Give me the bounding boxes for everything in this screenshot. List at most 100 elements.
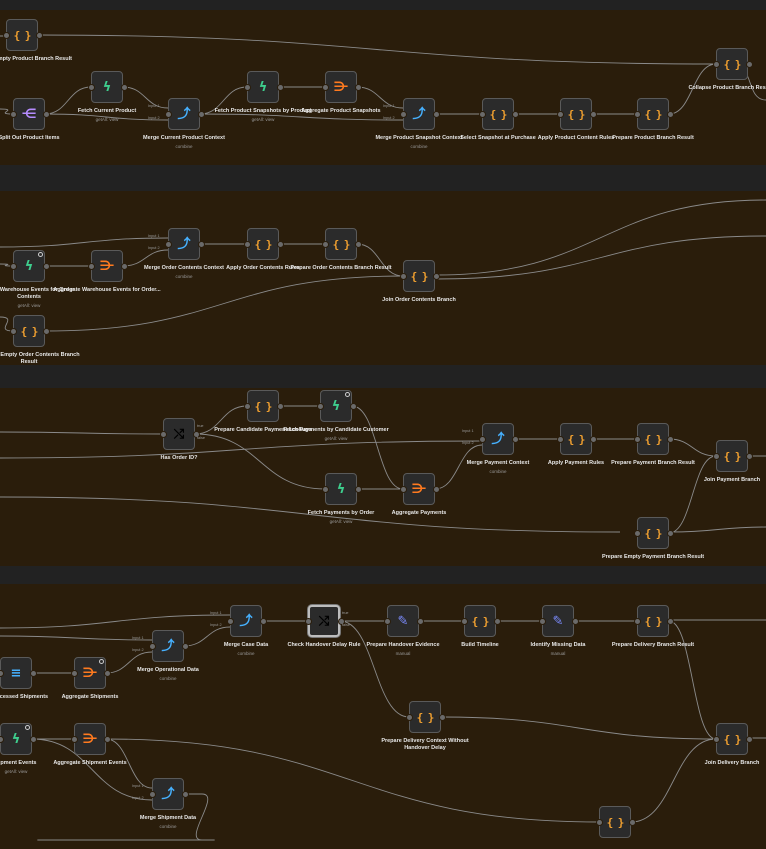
input-handle[interactable] — [71, 670, 78, 677]
collapse-product-branch-node[interactable]: { } — [716, 48, 748, 80]
output-handle[interactable] — [277, 84, 284, 91]
input-handle[interactable] — [0, 736, 4, 743]
connection-prepare-delivery-result-to-join-delivery-branch[interactable] — [668, 620, 717, 740]
connection-fetch-current-product-to-merge-current-product-context[interactable] — [122, 86, 169, 109]
connection-merge-current-product-context-to-fetch-product-snapshots[interactable] — [199, 86, 248, 115]
input-handle[interactable] — [322, 486, 329, 493]
connection-has-order-id-to-prepare-candidate-payment-lookups[interactable] — [194, 405, 248, 435]
aggregate-warehouse-events-node[interactable]: ⋺ — [91, 250, 123, 282]
input-handle[interactable] — [149, 791, 156, 798]
connection-aggregate-shipments-to-merge-operational-data[interactable] — [105, 651, 153, 674]
connection-merge-operational-data-to-merge-case-data[interactable] — [183, 626, 231, 647]
output-handle[interactable] — [193, 431, 200, 438]
connection-offscreen-8[interactable] — [0, 431, 164, 435]
prepare-empty-product-node[interactable]: { } — [6, 19, 38, 51]
output-handle[interactable] — [667, 530, 674, 537]
input-handle[interactable] — [10, 328, 17, 335]
output-handle[interactable] — [104, 736, 111, 743]
connection-prepare-empty-order-contents-to-join-order-contents[interactable] — [44, 275, 404, 332]
output-handle[interactable] — [512, 111, 519, 118]
output-handle[interactable] — [121, 263, 128, 270]
input-handle[interactable] — [244, 403, 251, 410]
prepare-delivery-context-without-node[interactable]: { } — [409, 701, 441, 733]
connection-aggregate-product-snapshots-to-merge-product-snapshot-context[interactable] — [356, 86, 404, 109]
connection-unnamed-code-node-to-join-delivery-branch[interactable] — [630, 738, 717, 823]
connection-offscreen-3[interactable] — [0, 237, 169, 248]
apply-product-content-rules-node[interactable]: { } — [560, 98, 592, 130]
input-handle[interactable] — [0, 670, 4, 677]
output-handle[interactable] — [512, 436, 519, 443]
output-handle[interactable] — [43, 328, 50, 335]
output-handle[interactable] — [182, 643, 189, 650]
input-handle[interactable] — [539, 618, 546, 625]
output-handle[interactable] — [198, 111, 205, 118]
unnamed-code-node-node[interactable]: { } — [599, 806, 631, 838]
merge-order-contents-context-node[interactable]: ⤴ — [168, 228, 200, 260]
connection-fetch-shipment-events-to-merge-shipment-data[interactable] — [31, 738, 153, 801]
connection-offscreen-19[interactable] — [195, 793, 209, 841]
output-handle[interactable] — [43, 111, 50, 118]
input-handle[interactable] — [227, 618, 234, 625]
output-handle[interactable] — [121, 84, 128, 91]
connection-prepare-order-contents-result-to-join-order-contents[interactable] — [356, 243, 404, 277]
input-handle[interactable] — [400, 273, 407, 280]
filter-processed-shipments-node[interactable]: ≡ — [0, 657, 32, 689]
input-handle[interactable] — [400, 486, 407, 493]
input-handle[interactable] — [713, 61, 720, 68]
input-handle[interactable] — [244, 84, 251, 91]
fetch-payments-by-order-node[interactable]: ϟ — [325, 473, 357, 505]
output-handle[interactable] — [355, 241, 362, 248]
input-handle[interactable] — [165, 111, 172, 118]
merge-operational-data-node[interactable]: ⤴ — [152, 630, 184, 662]
output-handle[interactable] — [350, 403, 357, 410]
output-handle[interactable] — [104, 670, 111, 677]
merge-payment-context-node[interactable]: ⤴ — [482, 423, 514, 455]
check-handover-delay-node[interactable]: ⤭ — [308, 605, 340, 637]
input-handle[interactable] — [479, 436, 486, 443]
connection-offscreen-5[interactable] — [435, 199, 766, 276]
aggregate-product-snapshots-node[interactable]: ⋺ — [325, 71, 357, 103]
connection-split-out-product-items-to-merge-current-product-context[interactable] — [44, 113, 169, 121]
connection-offscreen-9[interactable] — [0, 496, 621, 533]
apply-payment-rules-node[interactable]: { } — [560, 423, 592, 455]
output-handle[interactable] — [36, 32, 43, 39]
input-handle[interactable] — [400, 111, 407, 118]
input-handle[interactable] — [713, 736, 720, 743]
connection-has-order-id-to-fetch-payments-by-order[interactable] — [194, 433, 326, 490]
merge-current-product-context-node[interactable]: ⤴ — [168, 98, 200, 130]
fetch-product-snapshots-node[interactable]: ϟ — [247, 71, 279, 103]
input-handle[interactable] — [88, 263, 95, 270]
aggregate-shipment-events-node[interactable]: ⋺ — [74, 723, 106, 755]
has-order-id-node[interactable]: ⤭ — [163, 418, 195, 450]
join-order-contents-node[interactable]: { } — [403, 260, 435, 292]
prepare-empty-order-contents-node[interactable]: { } — [13, 315, 45, 347]
connection-aggregate-shipment-events-to-merge-shipment-data[interactable] — [105, 738, 153, 789]
input-handle[interactable] — [305, 618, 312, 625]
prepare-handover-evidence-node[interactable]: ✎ — [387, 605, 419, 637]
connection-merge-current-product-context-to-merge-product-snapshot-context[interactable] — [199, 113, 404, 121]
prepare-product-branch-result-node[interactable]: { } — [637, 98, 669, 130]
output-handle[interactable] — [590, 436, 597, 443]
output-handle[interactable] — [572, 618, 579, 625]
input-handle[interactable] — [244, 241, 251, 248]
output-handle[interactable] — [417, 618, 424, 625]
input-handle[interactable] — [88, 84, 95, 91]
output-handle[interactable] — [198, 241, 205, 248]
input-handle[interactable] — [634, 436, 641, 443]
output-handle[interactable] — [746, 736, 753, 743]
input-handle[interactable] — [557, 111, 564, 118]
prepare-empty-payment-node[interactable]: { } — [637, 517, 669, 549]
input-handle[interactable] — [10, 263, 17, 270]
input-handle[interactable] — [160, 431, 167, 438]
merge-shipment-data-node[interactable]: ⤴ — [152, 778, 184, 810]
input-handle[interactable] — [317, 403, 324, 410]
input-handle[interactable] — [384, 618, 391, 625]
join-payment-branch-node[interactable]: { } — [716, 440, 748, 472]
output-handle[interactable] — [433, 273, 440, 280]
prepare-order-contents-result-node[interactable]: { } — [325, 228, 357, 260]
output-handle[interactable] — [30, 670, 37, 677]
connection-check-handover-delay-to-prepare-delivery-context-without[interactable] — [339, 620, 410, 718]
connection-prepare-delivery-context-without-to-join-delivery-branch[interactable] — [440, 716, 717, 740]
input-handle[interactable] — [634, 618, 641, 625]
join-delivery-branch-node[interactable]: { } — [716, 723, 748, 755]
